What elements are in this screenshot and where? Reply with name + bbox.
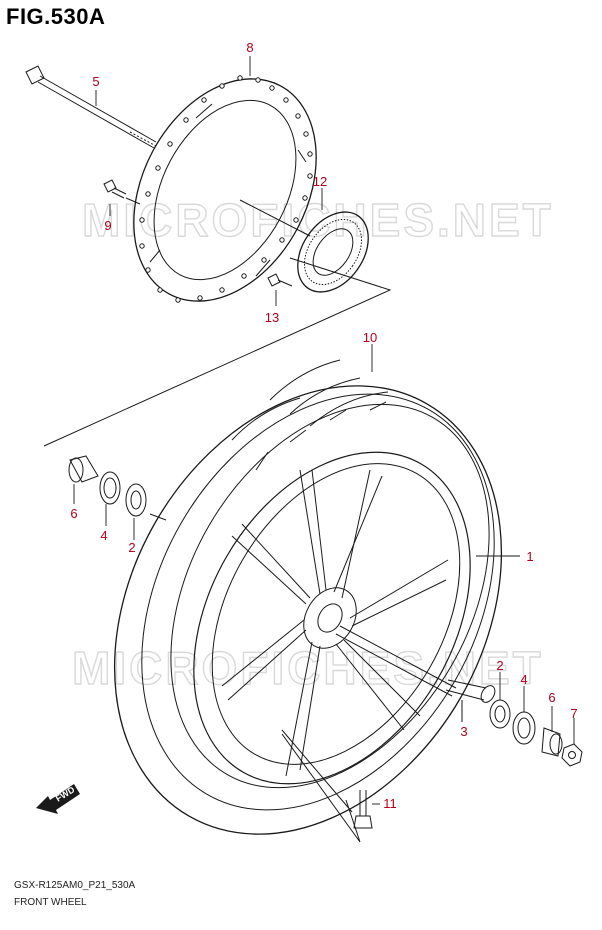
- callout-1: 1: [526, 549, 533, 564]
- fwd-arrow-icon: FWD: [36, 784, 80, 814]
- axle-3: [335, 625, 496, 722]
- callout-12: 12: [313, 174, 327, 189]
- callout-2-right: 2: [496, 658, 503, 673]
- watermark-top: MICROFICHES.NET: [82, 194, 554, 246]
- callout-8: 8: [246, 40, 253, 55]
- valve-11: [281, 729, 373, 843]
- figure-title: FIG.530A: [6, 4, 106, 29]
- callout-13: 13: [265, 310, 279, 325]
- bearing-2-left: [125, 483, 147, 517]
- callout-2-left: 2: [128, 540, 135, 555]
- seal-4-left: [99, 471, 121, 505]
- callout-4-left: 4: [100, 528, 107, 543]
- callout-5: 5: [92, 74, 99, 89]
- callout-9: 9: [104, 218, 111, 233]
- callout-3: 3: [460, 724, 467, 739]
- callout-4-right: 4: [520, 672, 527, 687]
- figure-code: GSX-R125AM0_P21_530A: [14, 880, 136, 891]
- callout-6-right: 6: [548, 690, 555, 705]
- callout-11: 11: [383, 796, 397, 811]
- spacer-6-right: [541, 727, 563, 757]
- brake-disc: [133, 75, 317, 303]
- seal-4-right: [512, 711, 536, 745]
- callout-7: 7: [570, 706, 577, 721]
- wheel-rim: [193, 451, 471, 785]
- bearing-2-right: [489, 699, 511, 729]
- axle-nut-7: [561, 743, 583, 767]
- spacer-6-left: [68, 455, 99, 483]
- axle-bolt-5: [25, 65, 157, 149]
- tire-10: [113, 359, 503, 835]
- figure-name: FRONT WHEEL: [14, 897, 87, 908]
- disc-bolt-9: [103, 179, 141, 205]
- exploded-guide-disc: [239, 199, 311, 237]
- watermark-bottom: MICROFICHES.NET: [72, 642, 544, 694]
- exploded-guide-top: [43, 257, 392, 447]
- callout-6-left: 6: [70, 506, 77, 521]
- callout-10: 10: [363, 330, 377, 345]
- rotor-bolt-13: [267, 273, 293, 287]
- leader-lines: [73, 56, 575, 805]
